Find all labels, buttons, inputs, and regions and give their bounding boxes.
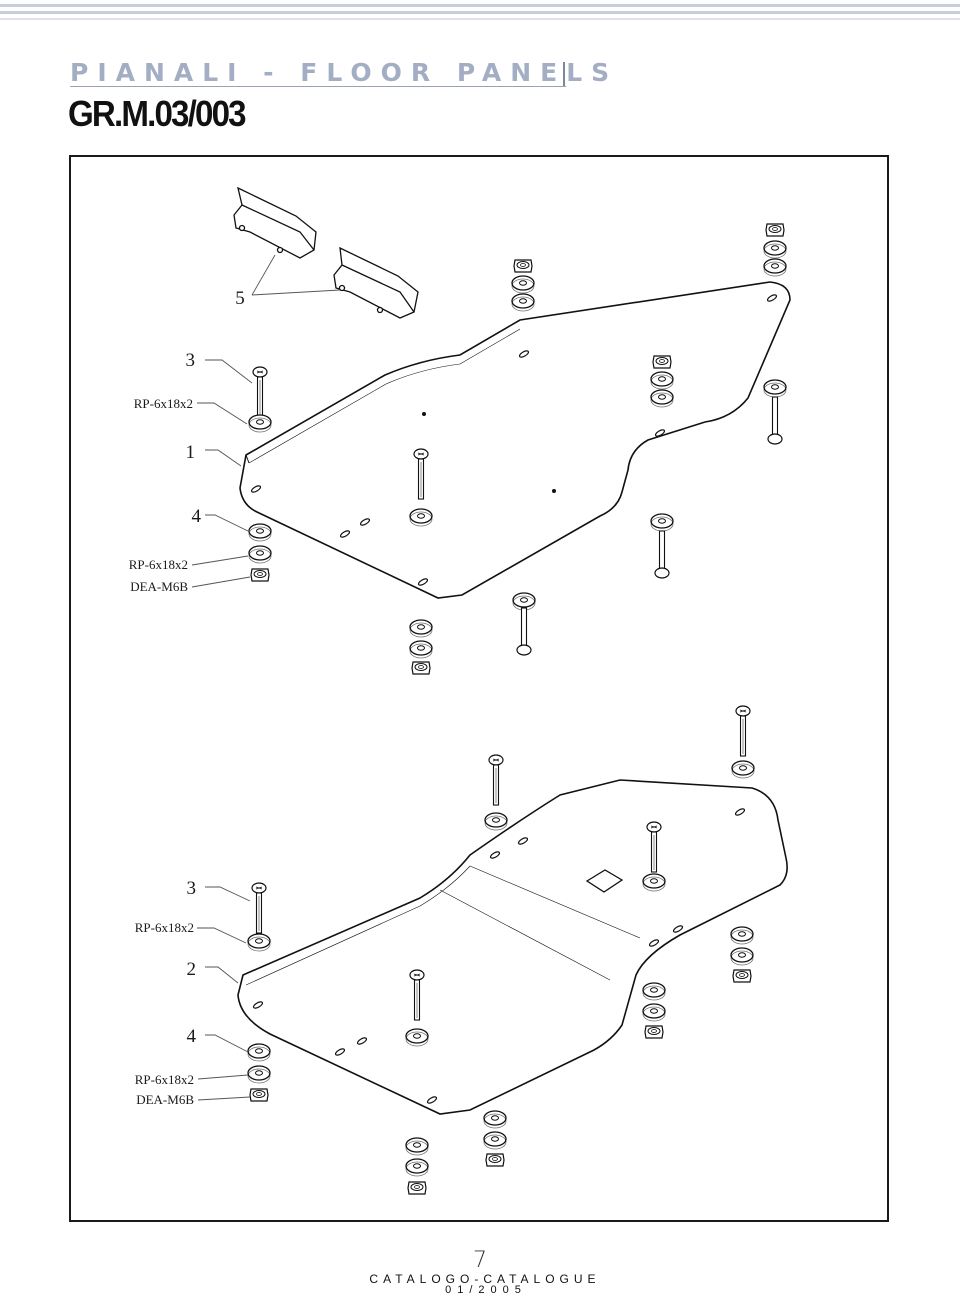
header-band-bottom bbox=[0, 18, 960, 20]
callout-lower-nut: DEA-M6B bbox=[136, 1092, 194, 1107]
bolt bbox=[654, 530, 670, 579]
nut bbox=[407, 1181, 427, 1195]
nut bbox=[411, 661, 431, 675]
washer bbox=[409, 640, 433, 659]
washer bbox=[483, 1131, 507, 1150]
nut bbox=[732, 969, 752, 983]
washer bbox=[650, 513, 674, 532]
callout-upper-washer: RP-6x18x2 bbox=[134, 396, 193, 411]
page-title: PIANALI - FLOOR PANELS bbox=[70, 58, 619, 87]
washer bbox=[763, 379, 787, 398]
header-band-mid bbox=[0, 11, 960, 14]
spacer bbox=[405, 1137, 429, 1156]
bolt bbox=[516, 607, 532, 656]
floor-panel-rear bbox=[237, 779, 788, 1115]
header-band-top bbox=[0, 4, 960, 7]
spacer bbox=[483, 1110, 507, 1129]
nut bbox=[765, 223, 785, 237]
nut bbox=[513, 259, 533, 273]
spacer bbox=[642, 982, 666, 1001]
washer bbox=[248, 545, 272, 564]
washer bbox=[484, 812, 508, 831]
washer bbox=[511, 275, 535, 294]
callout-upper-washer2: RP-6x18x2 bbox=[129, 557, 188, 572]
washer bbox=[642, 1003, 666, 1022]
spacer bbox=[763, 258, 787, 277]
callout-lower-washer2: RP-6x18x2 bbox=[135, 1072, 194, 1087]
washer bbox=[247, 933, 271, 952]
callout-lower-bolt: 3 bbox=[187, 878, 197, 899]
spacer bbox=[247, 1043, 271, 1062]
spacer bbox=[730, 926, 754, 945]
title-divider bbox=[563, 62, 565, 86]
bolt bbox=[251, 882, 267, 934]
nut bbox=[249, 1088, 269, 1102]
mounting-bracket bbox=[333, 246, 419, 319]
panel-hole bbox=[552, 489, 556, 493]
mounting-bracket bbox=[233, 186, 317, 259]
callout-upper-panel: 1 bbox=[186, 442, 196, 463]
washer bbox=[405, 1158, 429, 1177]
floor-panel-front bbox=[239, 281, 791, 599]
bolt bbox=[735, 705, 751, 757]
leader-lines bbox=[191, 254, 341, 1101]
spacer bbox=[248, 523, 272, 542]
group-code: GR.M.03/003 bbox=[68, 93, 247, 134]
washer bbox=[731, 760, 755, 779]
nut bbox=[652, 355, 672, 369]
callout-bracket: 5 bbox=[235, 288, 245, 309]
washer bbox=[247, 1065, 271, 1084]
bolt bbox=[767, 396, 783, 445]
spacer bbox=[511, 293, 535, 312]
callout-upper-spacer: 4 bbox=[192, 506, 202, 527]
callout-lower-panel: 2 bbox=[187, 959, 197, 980]
drawing-frame bbox=[69, 155, 889, 1222]
washer bbox=[730, 947, 754, 966]
nut bbox=[485, 1153, 505, 1167]
callout-upper-nut: DEA-M6B bbox=[130, 579, 188, 594]
spacer bbox=[409, 619, 433, 638]
callout-lower-spacer: 4 bbox=[187, 1026, 197, 1047]
washer bbox=[763, 240, 787, 259]
title-underline bbox=[70, 86, 566, 87]
catalogue-date: 01/2005 bbox=[445, 1284, 527, 1296]
washer bbox=[248, 414, 272, 433]
catalogue-label: CATALOGO-CATALOGUE bbox=[369, 1272, 601, 1286]
callout-upper-bolt: 3 bbox=[186, 350, 196, 371]
nut bbox=[644, 1025, 664, 1039]
bolt bbox=[488, 754, 504, 806]
bolt bbox=[252, 366, 268, 418]
page-number: 7 bbox=[473, 1248, 487, 1273]
nut bbox=[250, 568, 270, 582]
callout-lower-washer: RP-6x18x2 bbox=[135, 920, 194, 935]
panel-hole bbox=[422, 412, 426, 416]
